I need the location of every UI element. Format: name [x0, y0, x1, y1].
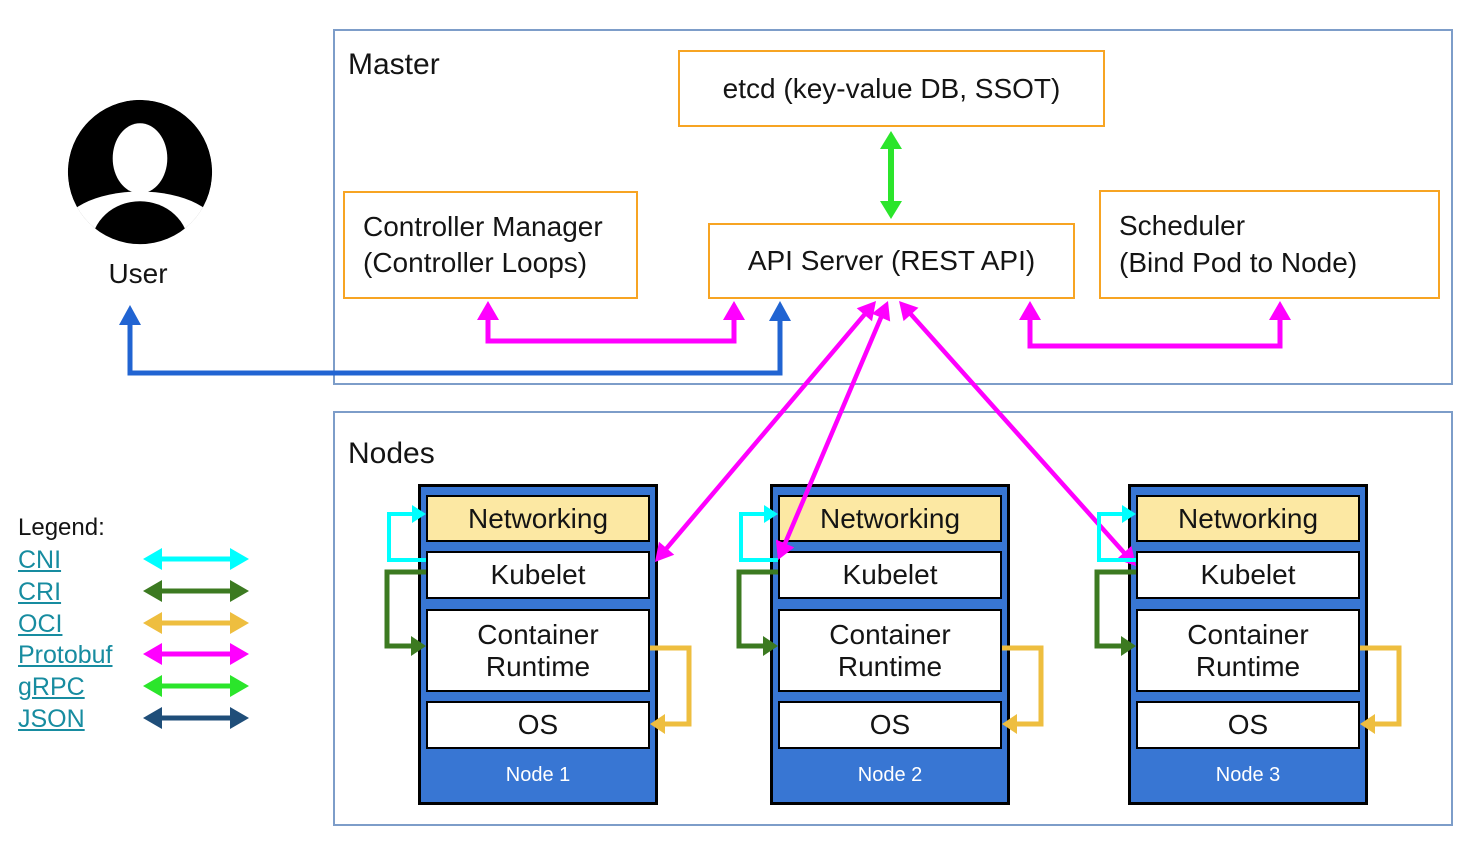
- kubelet-box: Kubelet: [426, 551, 650, 599]
- nodes-section-box: [333, 411, 1453, 826]
- kubelet-box: Kubelet: [778, 551, 1002, 599]
- user-label: User: [108, 258, 168, 289]
- api-server-label: API Server (REST API): [747, 245, 1036, 276]
- networking-box: Networking: [778, 495, 1002, 542]
- container-runtime-box: Container Runtime: [426, 609, 650, 692]
- node-2-label: Node 2: [857, 764, 923, 786]
- legend-arrow-cri: [143, 580, 249, 602]
- scheduler-label: Scheduler: [1119, 210, 1246, 242]
- controller-manager-box: Controller Manager (Controller Loops): [343, 191, 638, 299]
- legend-link-oci[interactable]: OCI: [18, 610, 63, 638]
- legend-arrow-cni: [143, 548, 249, 570]
- legend-arrow-grpc: [143, 675, 249, 697]
- legend-arrow-json: [143, 707, 249, 729]
- nodes-section-title: Nodes: [348, 437, 435, 470]
- os-box: OS: [1136, 701, 1360, 749]
- container-runtime-box: Container Runtime: [778, 609, 1002, 692]
- legend-link-json[interactable]: JSON: [18, 705, 85, 733]
- node-1-label: Node 1: [505, 764, 571, 786]
- scheduler-sublabel: (Bind Pod to Node): [1119, 246, 1358, 278]
- os-box: OS: [426, 701, 650, 749]
- legend-title: Legend:: [18, 514, 105, 541]
- node-1: Networking Kubelet Container Runtime OS …: [418, 484, 658, 805]
- legend-arrow-oci: [143, 612, 249, 634]
- legend-link-protobuf[interactable]: Protobuf: [18, 641, 113, 669]
- etcd-box: etcd (key-value DB, SSOT): [678, 50, 1105, 127]
- master-section-box: [333, 29, 1453, 385]
- legend-link-cri[interactable]: CRI: [18, 578, 62, 606]
- api-server-box: API Server (REST API): [708, 223, 1075, 299]
- networking-box: Networking: [426, 495, 650, 542]
- legend-arrow-protobuf: [143, 643, 249, 665]
- master-section-title: Master: [348, 48, 440, 81]
- legend-link-cni[interactable]: CNI: [18, 546, 62, 574]
- kubelet-box: Kubelet: [1136, 551, 1360, 599]
- legend-link-grpc[interactable]: gRPC: [18, 673, 85, 701]
- node-2: Networking Kubelet Container Runtime OS …: [770, 484, 1010, 805]
- networking-box: Networking: [1136, 495, 1360, 542]
- scheduler-box: Scheduler (Bind Pod to Node): [1099, 190, 1440, 299]
- os-box: OS: [778, 701, 1002, 749]
- node-3: Networking Kubelet Container Runtime OS …: [1128, 484, 1368, 805]
- etcd-label: etcd (key-value DB, SSOT): [722, 72, 1061, 104]
- controller-manager-label: Controller Manager: [363, 210, 603, 242]
- user-icon: [67, 99, 213, 245]
- controller-manager-sublabel: (Controller Loops): [363, 247, 588, 278]
- container-runtime-box: Container Runtime: [1136, 609, 1360, 692]
- node-3-label: Node 3: [1215, 764, 1281, 786]
